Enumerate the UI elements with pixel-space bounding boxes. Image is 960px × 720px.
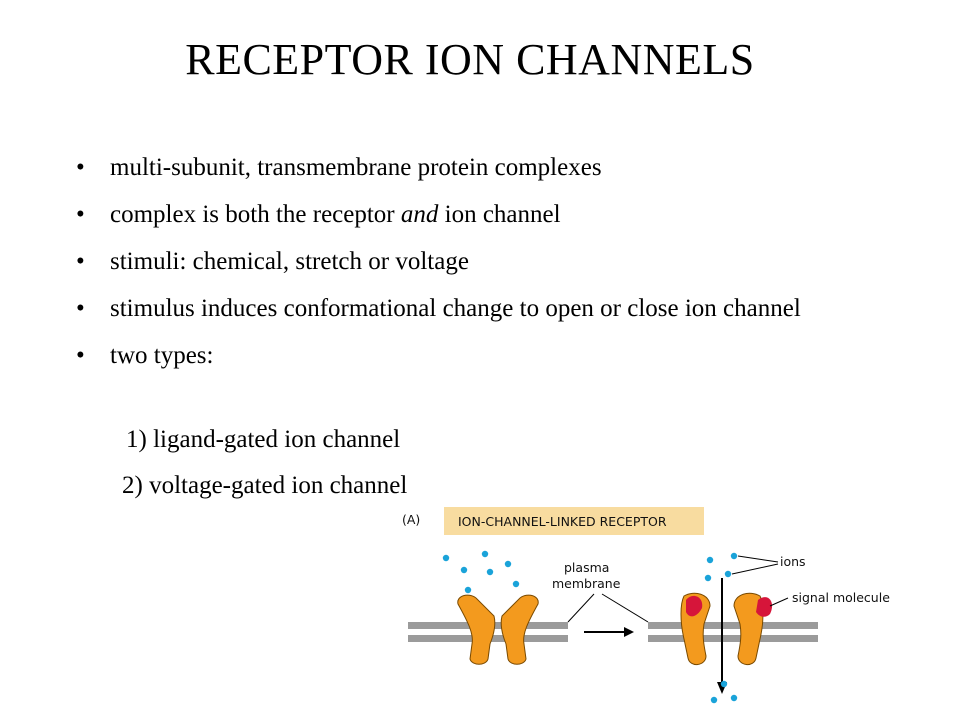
sub-item-ligand-gated: 1) ligand-gated ion channel <box>126 426 401 453</box>
signal-leader <box>769 597 789 607</box>
bullet-text: complex is both the receptor <box>110 201 401 228</box>
bullet-text: stimulus induces conformational change t… <box>110 295 801 322</box>
figure-header-text: ION-CHANNEL-LINKED RECEPTOR <box>458 514 667 529</box>
sub-item-voltage-gated: 2) voltage-gated ion channel <box>122 472 408 499</box>
ion-channel-diagram: (A) ION-CHANNEL-LINKED RECEPTOR <box>402 507 890 704</box>
signal-molecule-label: signal molecule <box>792 590 890 605</box>
plasma-leader-right <box>601 593 649 623</box>
bullet-dot: • <box>76 295 85 322</box>
plasma-membrane-right <box>648 622 818 642</box>
bullet-dot: • <box>76 342 85 369</box>
bullet-text: stimuli: chemical, stretch or voltage <box>110 248 469 275</box>
plasma-leader-left <box>567 593 595 623</box>
figure-header-box <box>444 507 704 535</box>
bullet-item: • multi-subunit, transmembrane protein c… <box>76 152 876 183</box>
slide-title: RECEPTOR ION CHANNELS <box>185 35 755 84</box>
ions-leader-1 <box>737 555 779 563</box>
bullet-dot: • <box>76 154 85 181</box>
bullet-list: • multi-subunit, transmembrane protein c… <box>76 152 876 387</box>
bullet-item: • stimuli: chemical, stretch or voltage <box>76 246 876 277</box>
bullet-item: • complex is both the receptor and ion c… <box>76 199 876 230</box>
closed-channel <box>457 594 539 665</box>
bullet-text-tail: ion channel <box>438 201 561 228</box>
bullet-dot: • <box>76 201 85 228</box>
signal-molecule-right <box>756 597 773 617</box>
panel-label: (A) <box>402 512 420 527</box>
plasma-label-line1: plasma <box>564 560 609 575</box>
bullet-text: two types: <box>110 342 214 369</box>
bullet-emphasis: and <box>400 201 439 228</box>
bullet-item: • stimulus induces conformational change… <box>76 293 855 324</box>
plasma-label-line2: membrane <box>552 576 621 591</box>
bullet-item: • two types: <box>76 340 876 371</box>
bullet-text: multi-subunit, transmembrane protein com… <box>110 154 602 181</box>
signal-molecule-left <box>686 595 703 617</box>
ion-dots <box>442 550 738 704</box>
ion-channel-figure: (A) ION-CHANNEL-LINKED RECEPTOR <box>398 504 928 720</box>
bullet-dot: • <box>76 248 85 275</box>
ions-leader-2 <box>731 563 779 575</box>
open-channel <box>680 592 773 665</box>
transition-arrow <box>584 627 634 637</box>
ions-label: ions <box>780 554 806 569</box>
